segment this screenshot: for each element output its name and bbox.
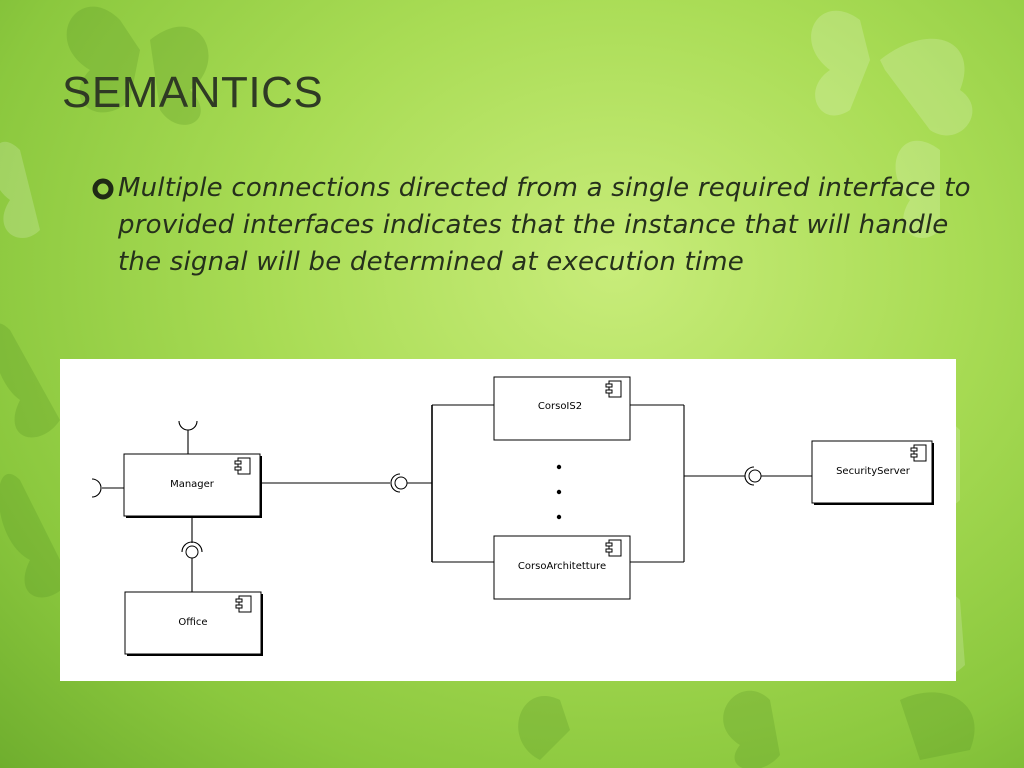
security-server-connector (630, 404, 812, 563)
component-icon (605, 539, 622, 557)
manager-top-socket (178, 420, 198, 454)
manager-office-connector (181, 518, 203, 592)
manager-multi-connector (260, 404, 494, 563)
security-server-label: SecurityServer (836, 466, 911, 477)
bullet-list: Multiple connections directed from a sin… (92, 170, 992, 281)
corso-is2-component: CorsoIS2 (493, 376, 631, 441)
corso-architetture-label: CorsoArchitetture (518, 561, 606, 572)
manager-left-socket (91, 478, 124, 498)
slide-title: SEMANTICS (62, 68, 324, 117)
office-label: Office (178, 617, 207, 628)
security-server-component: SecurityServer (811, 440, 934, 505)
component-icon (235, 595, 252, 613)
component-icon (605, 380, 622, 398)
office-component: Office (124, 591, 263, 656)
ellipsis (556, 464, 562, 520)
component-icon (234, 457, 251, 475)
corso-architetture-component: CorsoArchitetture (493, 535, 631, 600)
bullet-ring-icon (92, 178, 114, 200)
manager-component: Manager (123, 453, 262, 518)
bullet-text: Multiple connections directed from a sin… (118, 173, 971, 277)
component-icon (910, 444, 927, 462)
corso-is2-label: CorsoIS2 (538, 401, 582, 412)
manager-label: Manager (170, 479, 215, 490)
component-diagram: Manager Office (60, 359, 956, 681)
